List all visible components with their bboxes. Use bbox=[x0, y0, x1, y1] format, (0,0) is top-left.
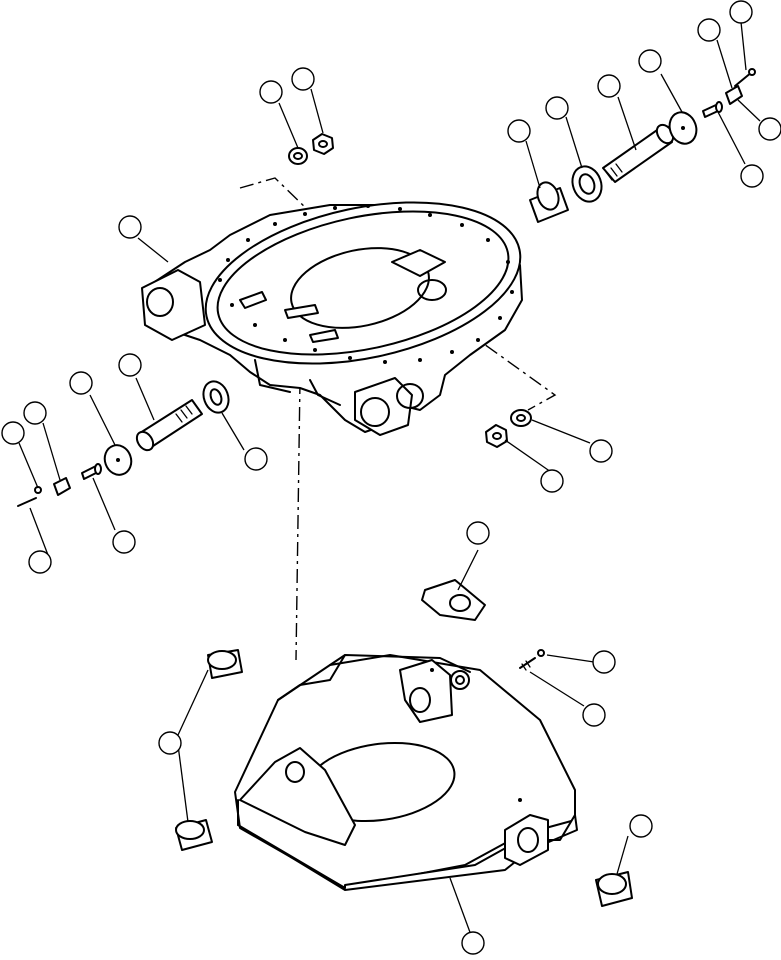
callout-c21 bbox=[466, 521, 490, 545]
bushing-upper-right bbox=[529, 181, 569, 223]
bushing-base-bottom-left bbox=[175, 819, 213, 851]
pivot-pin-right bbox=[602, 123, 675, 183]
callout-c10 bbox=[758, 117, 781, 141]
callout-c11 bbox=[740, 164, 764, 188]
bushing-base-top-left bbox=[207, 649, 243, 679]
callout-c15 bbox=[1, 421, 25, 445]
thrust-washer-left bbox=[202, 380, 230, 414]
callout-c8 bbox=[697, 18, 721, 42]
lower-nut-washer bbox=[485, 409, 532, 448]
turntable-frame bbox=[141, 201, 523, 436]
callout-c22 bbox=[592, 650, 616, 674]
callout-c26 bbox=[461, 931, 485, 955]
lock-plate-upper-right bbox=[725, 85, 743, 105]
lock-plate-left bbox=[53, 477, 71, 496]
grease-fitting-base bbox=[519, 649, 545, 671]
callout-c19 bbox=[540, 469, 564, 493]
callout-c7 bbox=[638, 49, 662, 73]
retainer-plate-left bbox=[103, 444, 133, 476]
callout-c18 bbox=[244, 447, 268, 471]
leader-lines bbox=[18, 21, 761, 936]
small-screw-left bbox=[17, 497, 37, 507]
axle-support-base bbox=[234, 654, 578, 891]
left-pin-stack bbox=[17, 380, 230, 507]
callout-c4 bbox=[507, 119, 531, 143]
callout-c12 bbox=[118, 353, 142, 377]
pivot-pin-left bbox=[135, 399, 203, 452]
callout-c14 bbox=[23, 401, 47, 425]
thrust-washer-upper-right bbox=[571, 165, 603, 203]
retainer-plate-right bbox=[668, 111, 698, 145]
callout-c23 bbox=[582, 703, 606, 727]
callout-c1 bbox=[259, 80, 283, 104]
ring-bolt-holes bbox=[218, 204, 514, 364]
right-pin-stack bbox=[529, 68, 756, 223]
callout-c9 bbox=[729, 0, 753, 24]
small-screw-upper-right bbox=[734, 68, 756, 87]
shim-plate bbox=[421, 579, 486, 621]
callout-c13 bbox=[69, 371, 93, 395]
callout-c17 bbox=[28, 550, 52, 574]
callout-c2 bbox=[291, 67, 315, 91]
bushing-base-right bbox=[595, 871, 633, 907]
callout-c20 bbox=[589, 439, 613, 463]
callout-c5 bbox=[545, 96, 569, 120]
gear-emblem bbox=[450, 670, 470, 690]
callout-c25 bbox=[629, 814, 653, 838]
callout-c6 bbox=[597, 74, 621, 98]
upper-nut-washer bbox=[288, 133, 334, 165]
callout-c16 bbox=[112, 530, 136, 554]
callout-c24 bbox=[158, 731, 182, 755]
callout-c3 bbox=[118, 215, 142, 239]
cap-screw-left bbox=[81, 463, 102, 480]
cap-screw-upper-right bbox=[702, 101, 723, 118]
